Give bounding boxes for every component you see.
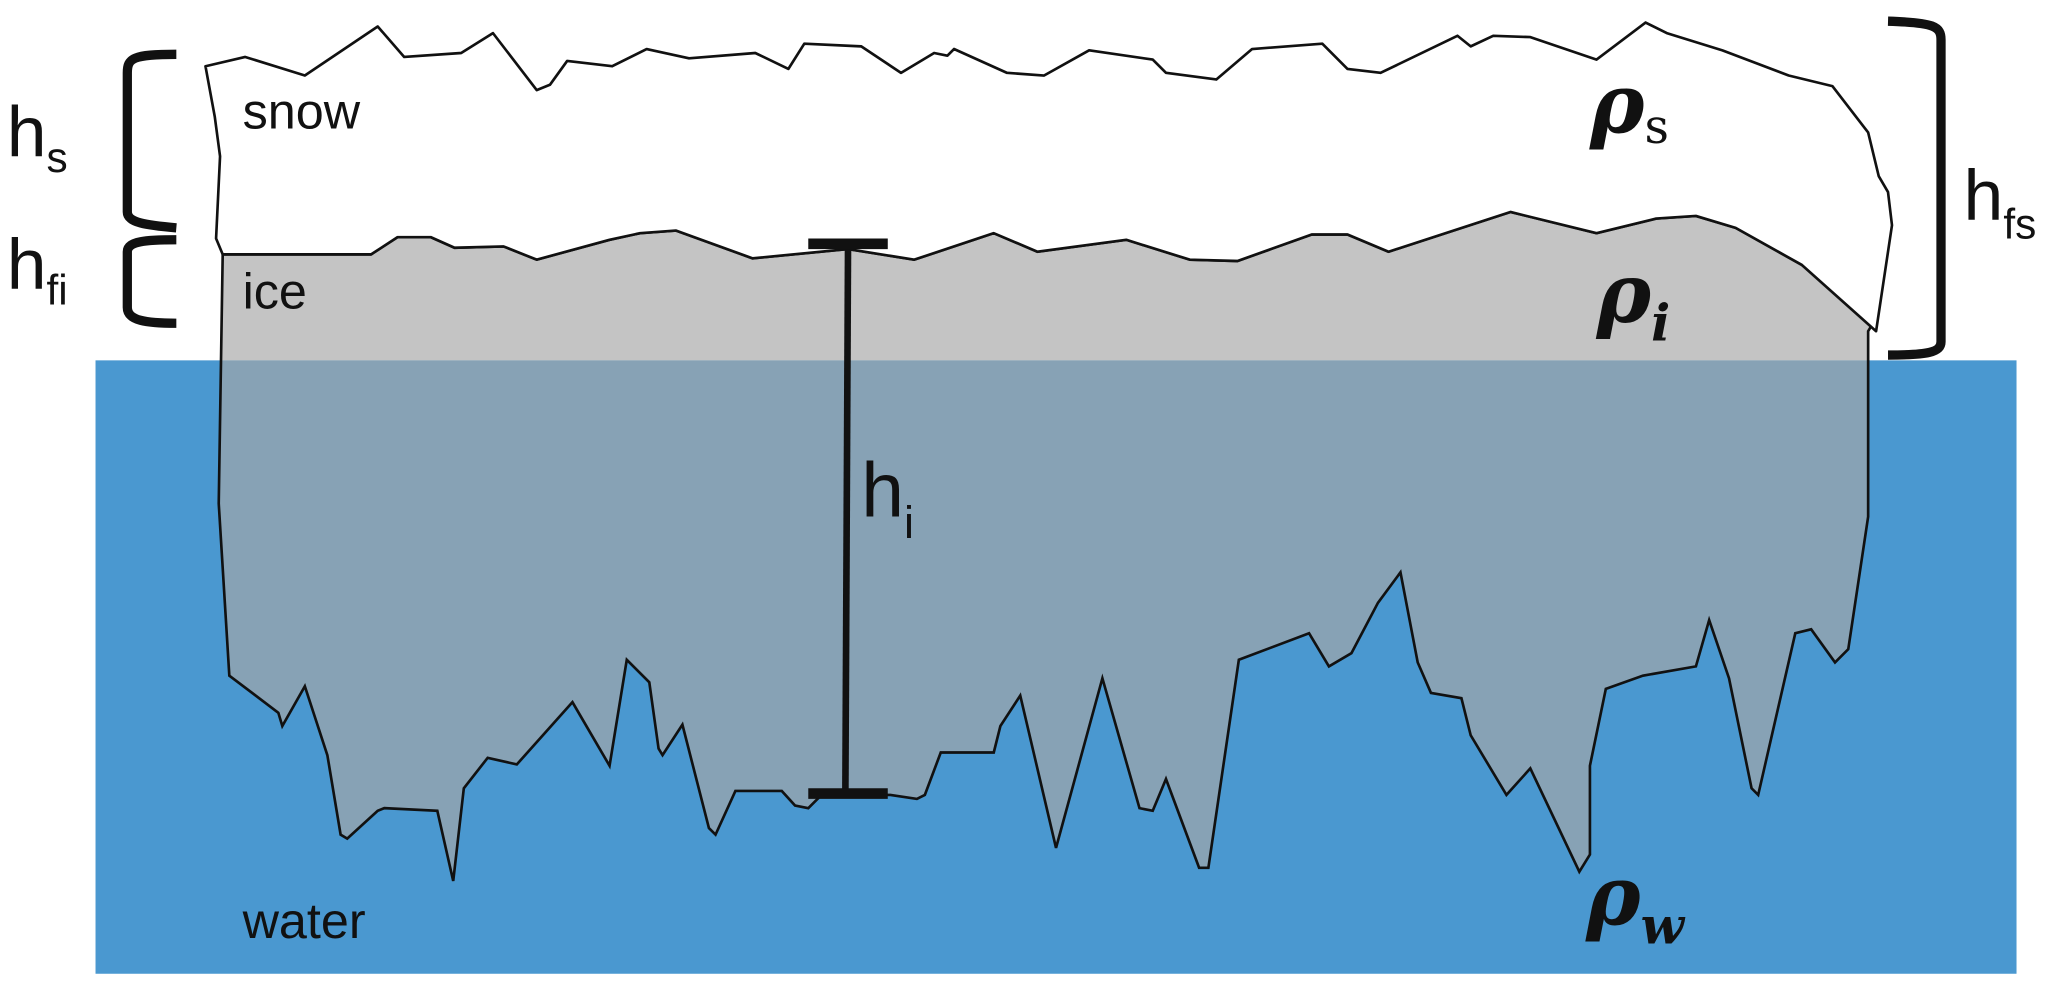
label-rho-snow: ρs bbox=[1589, 56, 1669, 155]
label-snow: snow bbox=[243, 83, 361, 140]
label-water: water bbox=[242, 892, 366, 949]
hs-bracket bbox=[122, 49, 177, 233]
brackets bbox=[122, 16, 1946, 360]
label-hs: hs bbox=[7, 92, 68, 181]
hi-measure-bar bbox=[808, 238, 888, 799]
label-hfi: hfi bbox=[7, 225, 68, 314]
snow-layer bbox=[204, 21, 1894, 333]
hfi-bracket bbox=[122, 235, 177, 328]
label-hfs: hfs bbox=[1964, 156, 2037, 248]
hfs-bracket bbox=[1887, 16, 1946, 360]
label-hi: hi bbox=[861, 448, 914, 548]
label-rho-water: ρw bbox=[1585, 849, 1686, 956]
label-rho-ice: ρi bbox=[1596, 246, 1671, 353]
label-ice: ice bbox=[243, 263, 307, 320]
